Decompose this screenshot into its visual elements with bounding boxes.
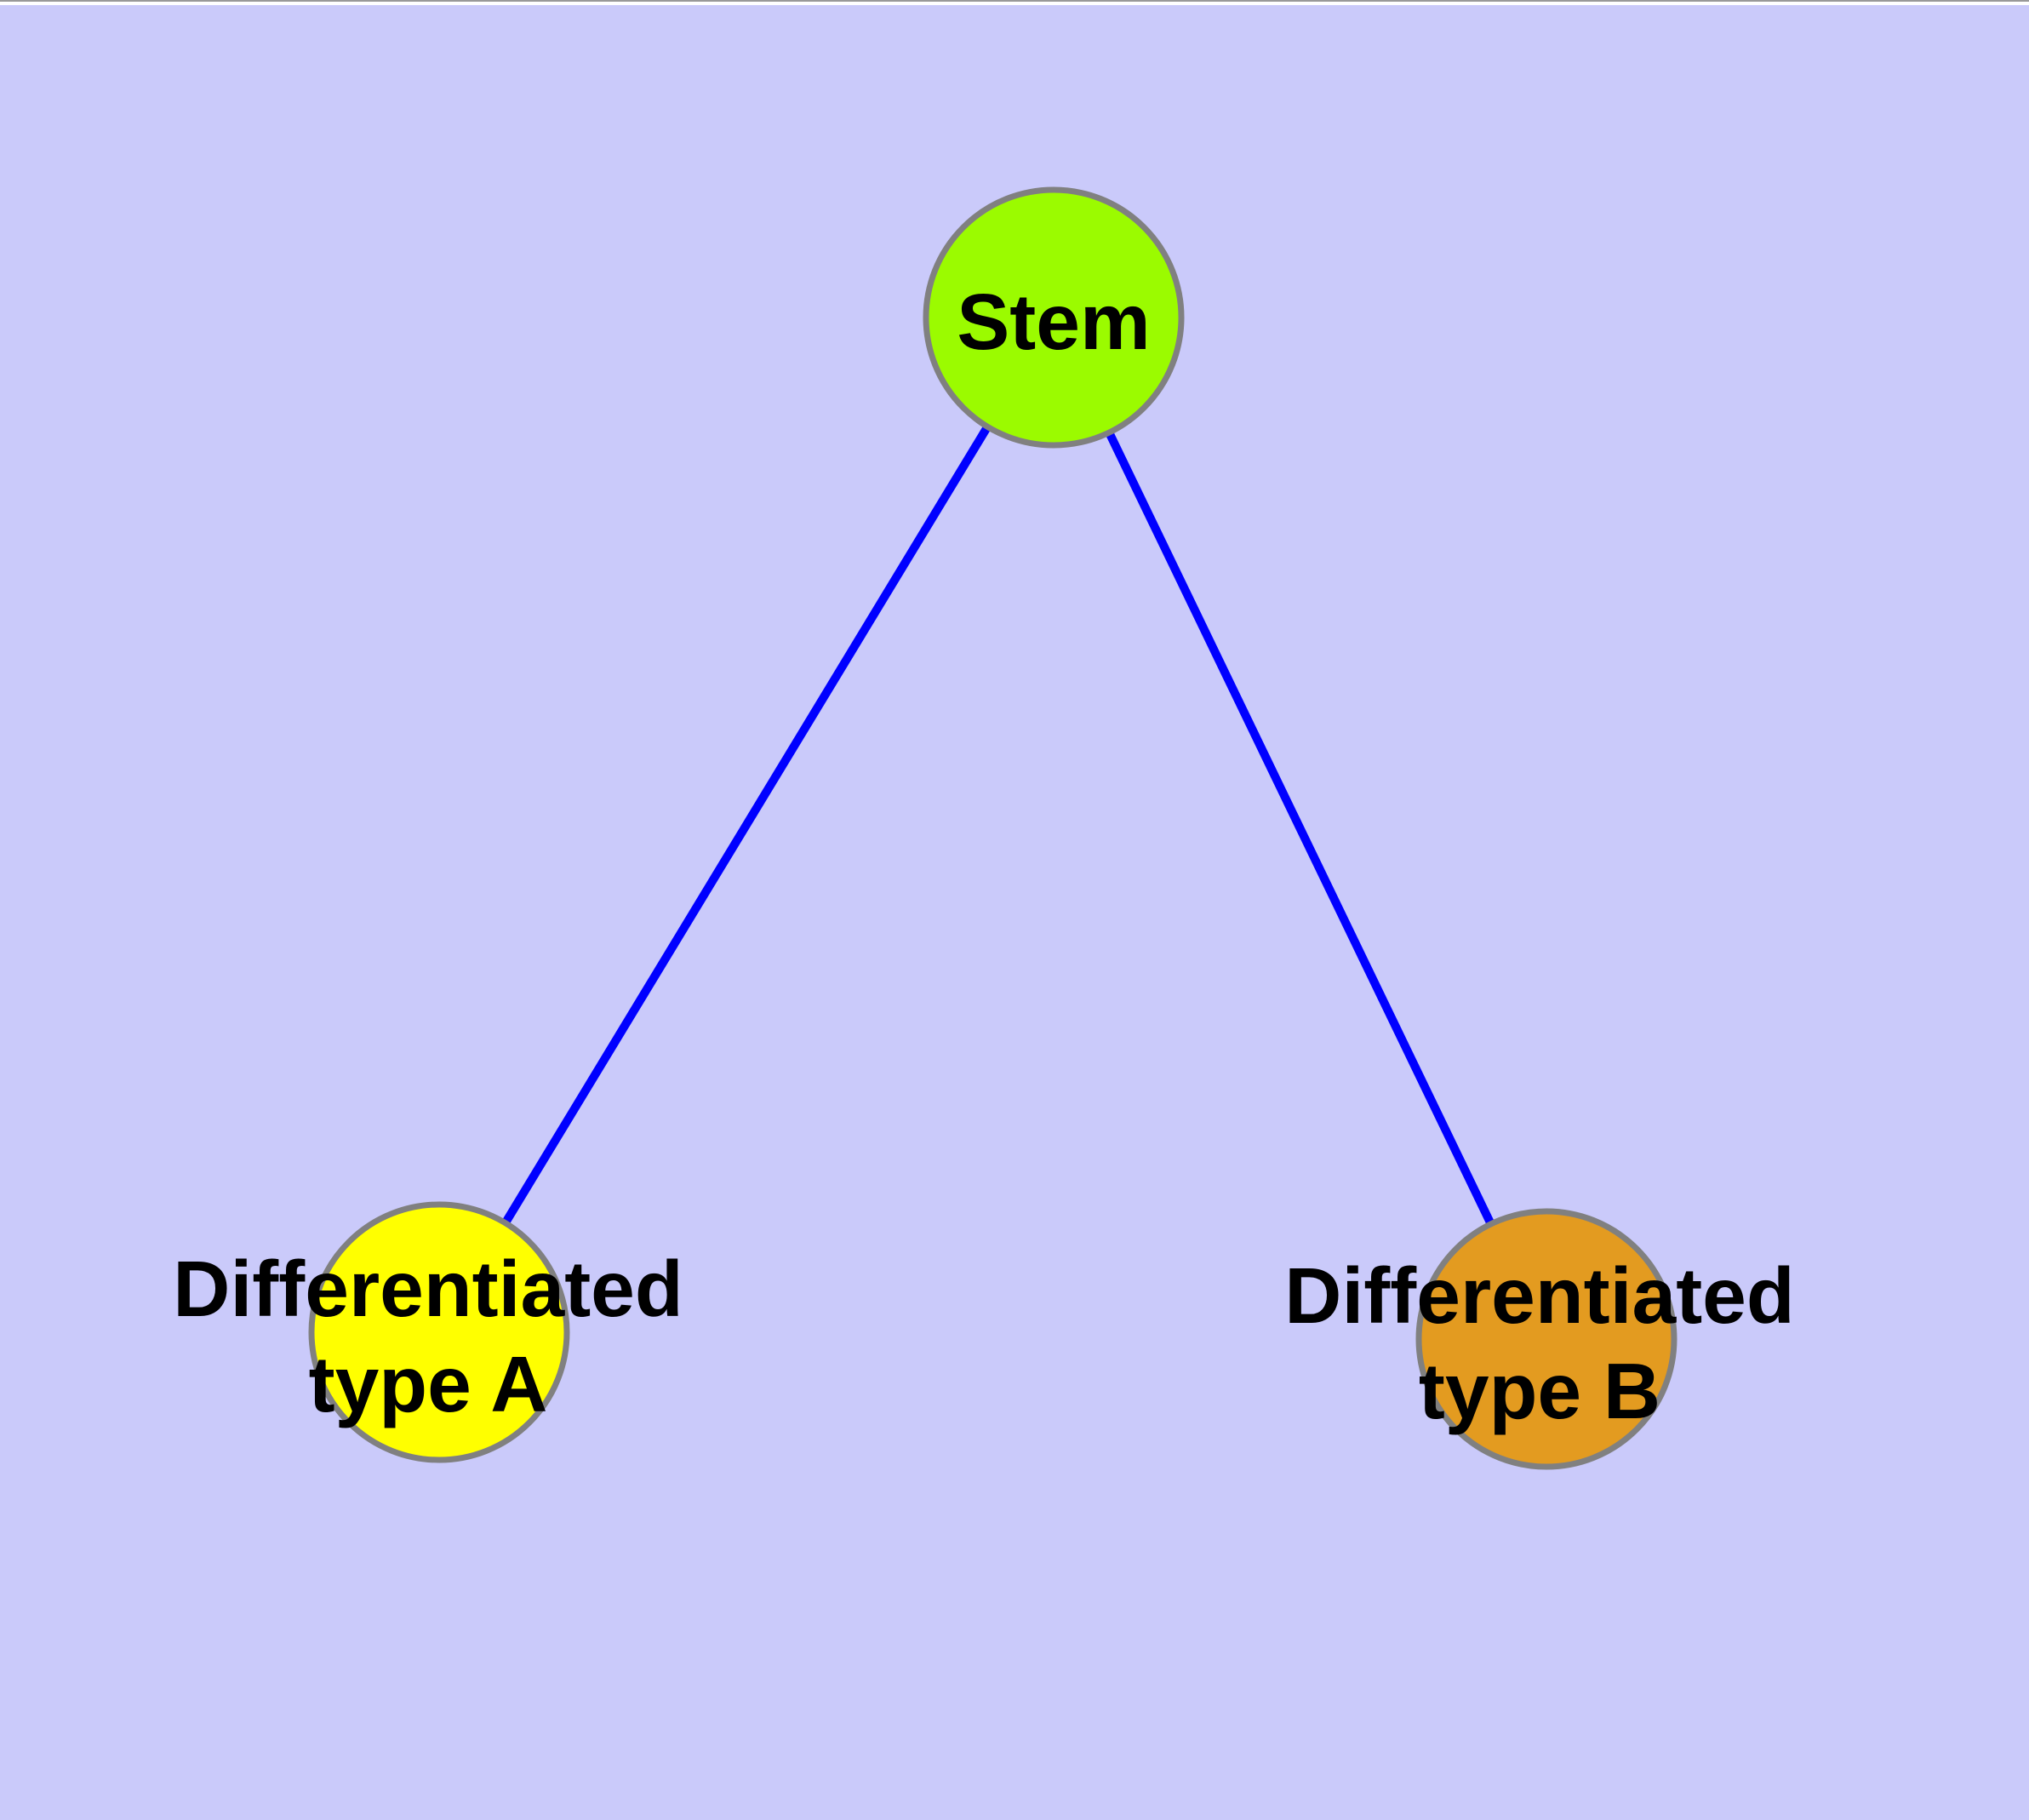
node-stem-label: Stem [957,278,1150,366]
top-edge-line [0,0,2029,2]
node-differentiated-type-b-label-line1: Differentiated [1284,1251,1794,1340]
node-differentiated-type-b-circle [1415,1208,1677,1470]
edge-stem-to-type-b [1049,315,1551,1342]
node-differentiated-type-a-circle [308,1201,570,1463]
node-stem-circle [923,186,1185,449]
node-differentiated-type-a-label-line1: Differentiated [173,1245,683,1333]
edge-stem-to-type-a [435,315,1058,1335]
node-differentiated-type-a: Differentiated type A [173,1201,683,1463]
node-differentiated-type-b: Differentiated type B [1284,1208,1795,1470]
node-differentiated-type-b-label-line2: type B [1419,1347,1660,1435]
node-differentiated-type-a-label-line2: type A [309,1340,548,1428]
node-stem: Stem [923,186,1185,449]
